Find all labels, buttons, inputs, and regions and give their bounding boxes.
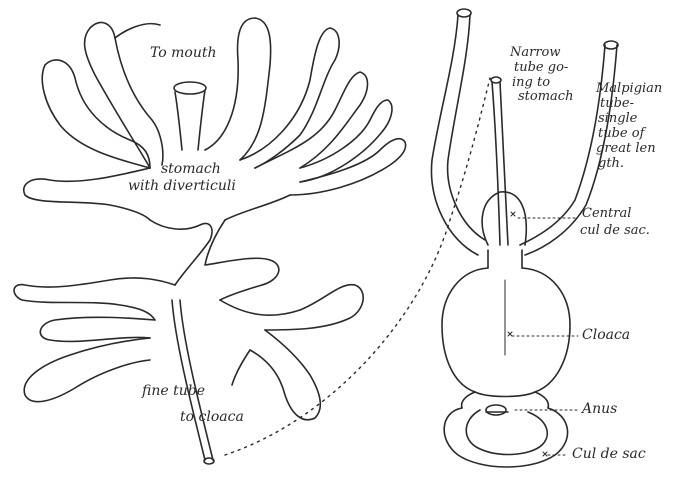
label-narrow-1: Narrow — [510, 46, 561, 59]
label-malpighian-5: great len — [596, 142, 656, 155]
label-narrow-3: ing to — [512, 76, 550, 89]
label-to-cloaca: to cloaca — [180, 410, 244, 425]
label-anus: Anus — [582, 402, 617, 417]
dotted-connector — [225, 78, 490, 455]
label-to-mouth: To mouth — [150, 46, 217, 61]
label-malpighian-1: Malpigian — [596, 82, 662, 95]
label-cul-de-sac-central: cul de sac. — [580, 224, 650, 237]
stomach-with-diverticuli — [14, 18, 406, 464]
label-cloaca: Cloaca — [582, 328, 630, 343]
label-narrow-2: tube go- — [514, 61, 568, 74]
label-malpighian-4: tube of — [598, 127, 644, 140]
label-central: Central — [582, 207, 631, 220]
label-narrow-4: stomach — [518, 90, 573, 103]
label-malpighian-2: tube- — [600, 97, 634, 110]
label-malpighian-6: gth. — [598, 157, 624, 170]
label-with-diverticuli: with diverticuli — [128, 179, 236, 194]
label-cul-de-sac-lower: Cul de sac — [572, 447, 646, 462]
label-malpighian-3: single — [598, 112, 637, 125]
label-fine-tube: fine tube — [142, 384, 205, 399]
label-stomach: stomach — [161, 162, 221, 177]
